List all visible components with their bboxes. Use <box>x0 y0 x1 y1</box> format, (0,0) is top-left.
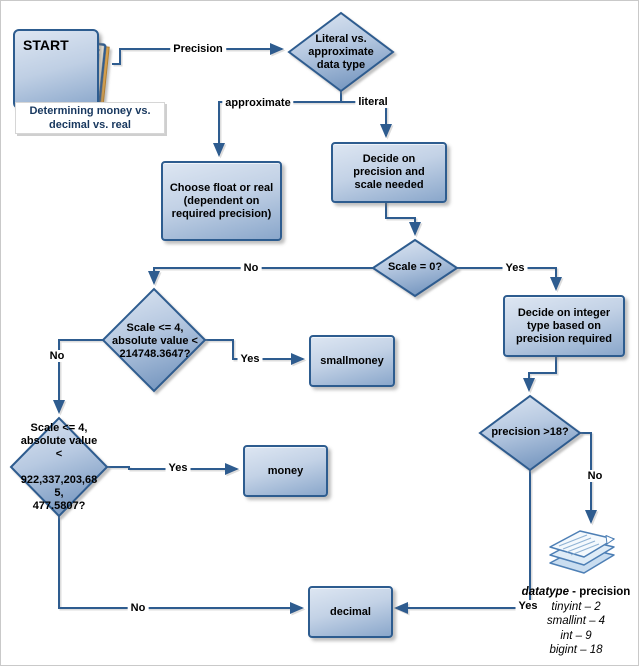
decision-literal-vs-approximate-label: Literal vs. approximate data type <box>308 33 374 71</box>
legend-title: datatype - precision <box>521 586 631 598</box>
edge-label-precision18-no: No <box>584 470 606 482</box>
legend-item-smallint: smallint – 4 <box>546 615 606 627</box>
decision-scale4-smallmoney-label: Scale <= 4, absolute value < 214748.3647… <box>112 322 198 360</box>
chart-title-line2: decimal vs. real <box>49 119 131 131</box>
decision-scale4-smallmoney <box>101 287 207 393</box>
chart-title: Determining money vs. decimal vs. real <box>15 102 165 134</box>
edge-precision18-no <box>580 432 597 524</box>
datatype-precision-legend: datatype - precision tinyint – 2 smallin… <box>513 585 638 658</box>
decision-precision-gt18 <box>478 394 582 472</box>
decision-scale-zero <box>371 238 459 298</box>
edge-label-precision: Precision <box>170 43 226 55</box>
decision-shapes <box>9 11 582 518</box>
result-decimal: decimal <box>308 586 393 638</box>
process-decide-integer-type: Decide on integer type based on precisio… <box>503 295 625 357</box>
edge-scale0-yes <box>457 267 562 291</box>
start-label: START <box>23 37 69 53</box>
decision-scale-zero-label: Scale = 0? <box>387 261 443 273</box>
edge-label-money-no: No <box>127 602 149 614</box>
edge-label-precision18-yes: Yes <box>515 600 541 612</box>
document-stack-icon <box>549 530 615 574</box>
edge-money-no <box>58 516 304 614</box>
decision-literal-vs-approximate <box>287 11 395 93</box>
edge-label-money-yes: Yes <box>165 462 191 474</box>
process-decide-precision-scale: Decide on precision and scale needed <box>331 142 447 203</box>
decision-scale4-money-label: Scale <= 4, absolute value < 922,337,203… <box>20 422 98 512</box>
edge-label-scale0-no: No <box>240 262 262 274</box>
legend-item-tinyint: tinyint – 2 <box>551 600 601 613</box>
edge-precision18-yes <box>394 470 531 614</box>
edge-integer-to-precision18 <box>523 353 557 392</box>
edge-approximate <box>213 101 341 157</box>
edge-label-approximate: approximate <box>222 97 294 109</box>
legend-item-int: int – 9 <box>560 629 592 642</box>
process-choose-float-real: Choose float or real (dependent on requi… <box>161 161 282 241</box>
edge-label-smallmoney-yes: Yes <box>237 353 263 365</box>
result-smallmoney: smallmoney <box>309 335 395 387</box>
edge-scale0-no <box>148 267 373 285</box>
legend-item-bigint: bigint – 18 <box>549 644 603 656</box>
edge-label-smallmoney-no: No <box>46 350 68 362</box>
result-money: money <box>243 445 328 497</box>
decision-precision-gt18-label: precision >18? <box>491 426 569 438</box>
edge-precision-scale-to-scale0 <box>385 199 421 236</box>
edge-label-literal: literal <box>355 96 391 108</box>
decision-scale4-money <box>9 416 109 518</box>
chart-title-line1: Determining money vs. <box>29 105 151 117</box>
edge-label-scale0-yes: Yes <box>502 262 528 274</box>
terminator-start: START <box>13 29 99 109</box>
edge-smallmoney-yes <box>205 339 305 365</box>
edge-smallmoney-no <box>53 339 103 414</box>
